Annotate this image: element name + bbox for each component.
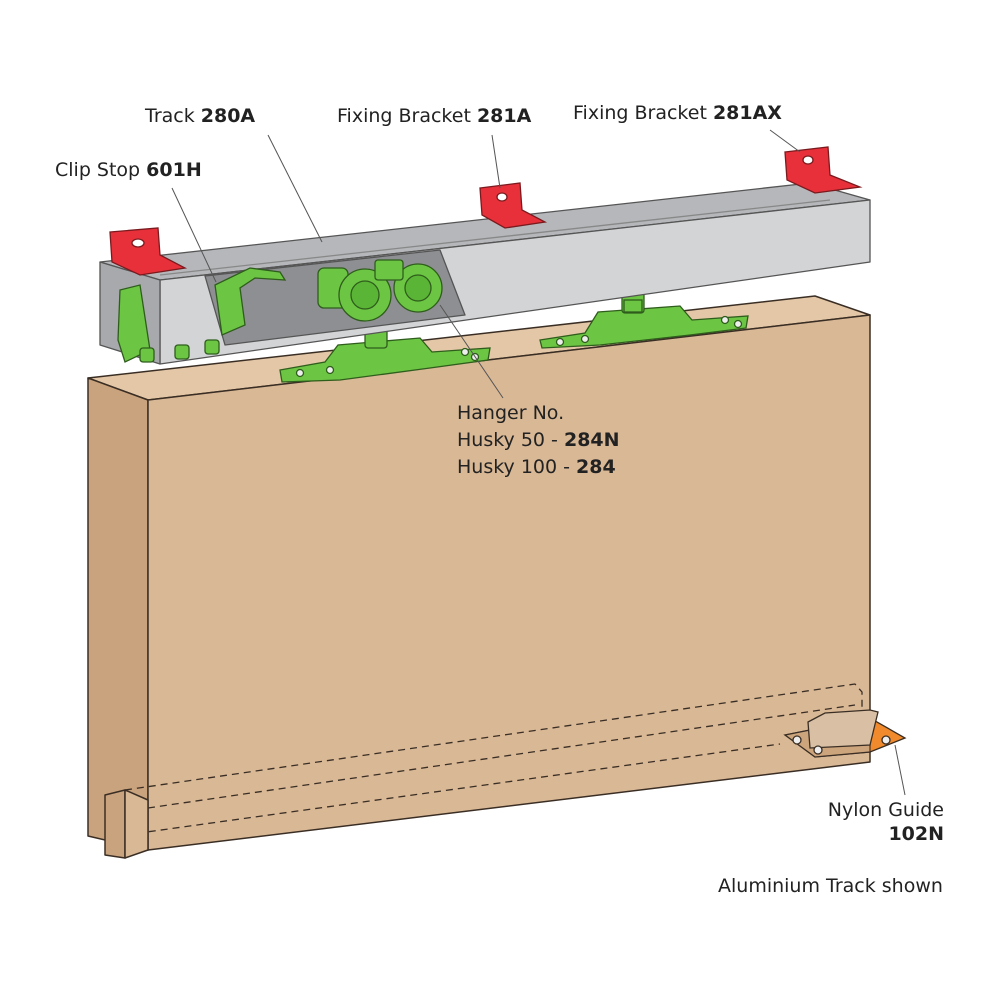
aluminium-track-note: Aluminium Track shown	[718, 875, 943, 897]
track-label: Track 280A	[145, 104, 255, 128]
clip-stop-part	[214, 267, 287, 336]
fixing-brackets	[109, 146, 863, 276]
track-part-code: 280A	[200, 105, 256, 127]
nylon-guide-label-text: Nylon Guide	[827, 799, 944, 821]
hanger-part-code: 284N	[563, 429, 620, 451]
door	[87, 295, 871, 859]
fixing-bracket-part-code: 281A	[476, 105, 532, 127]
leader-lines	[171, 129, 906, 796]
fixing-bracket-281a-label: Fixing Bracket 281A	[337, 104, 531, 128]
fixing-bracket-281ax-label: Fixing Bracket 281AX	[573, 101, 782, 125]
clip-stop-part-code: 601H	[146, 159, 202, 181]
hanger-label: Hanger No. Husky 50 - 284N Husky 100 - 2…	[457, 400, 620, 481]
fixing-bracket-label-text: Fixing Bracket	[337, 105, 471, 127]
clip-stop-label-text: Clip Stop	[55, 159, 141, 181]
track-label-text: Track	[145, 105, 195, 127]
hanger-wheels	[117, 259, 643, 363]
hanger-part-code: 284	[576, 456, 616, 478]
fixing-bracket-label-text: Fixing Bracket	[573, 102, 707, 124]
clip-stop-label: Clip Stop 601H	[55, 158, 202, 182]
hanger-label-title: Hanger No.	[457, 402, 565, 424]
fixing-bracket-part-code: 281AX	[712, 102, 782, 124]
hanger-model-text: Husky 50 -	[457, 429, 558, 451]
nylon-guide-part	[783, 709, 907, 758]
hanger-line-husky-50: Husky 50 - 284N	[457, 427, 620, 454]
hanger-model-text: Husky 100 -	[457, 456, 570, 478]
nylon-guide-part-code: 102N	[888, 823, 944, 845]
hanger-plates	[279, 287, 749, 383]
nylon-guide-label: Nylon Guide 102N	[828, 798, 944, 846]
floor-guide-stub	[104, 789, 126, 859]
door-front-face	[147, 314, 871, 851]
hanger-line-husky-100: Husky 100 - 284	[457, 454, 620, 481]
door-side-face	[87, 377, 149, 851]
